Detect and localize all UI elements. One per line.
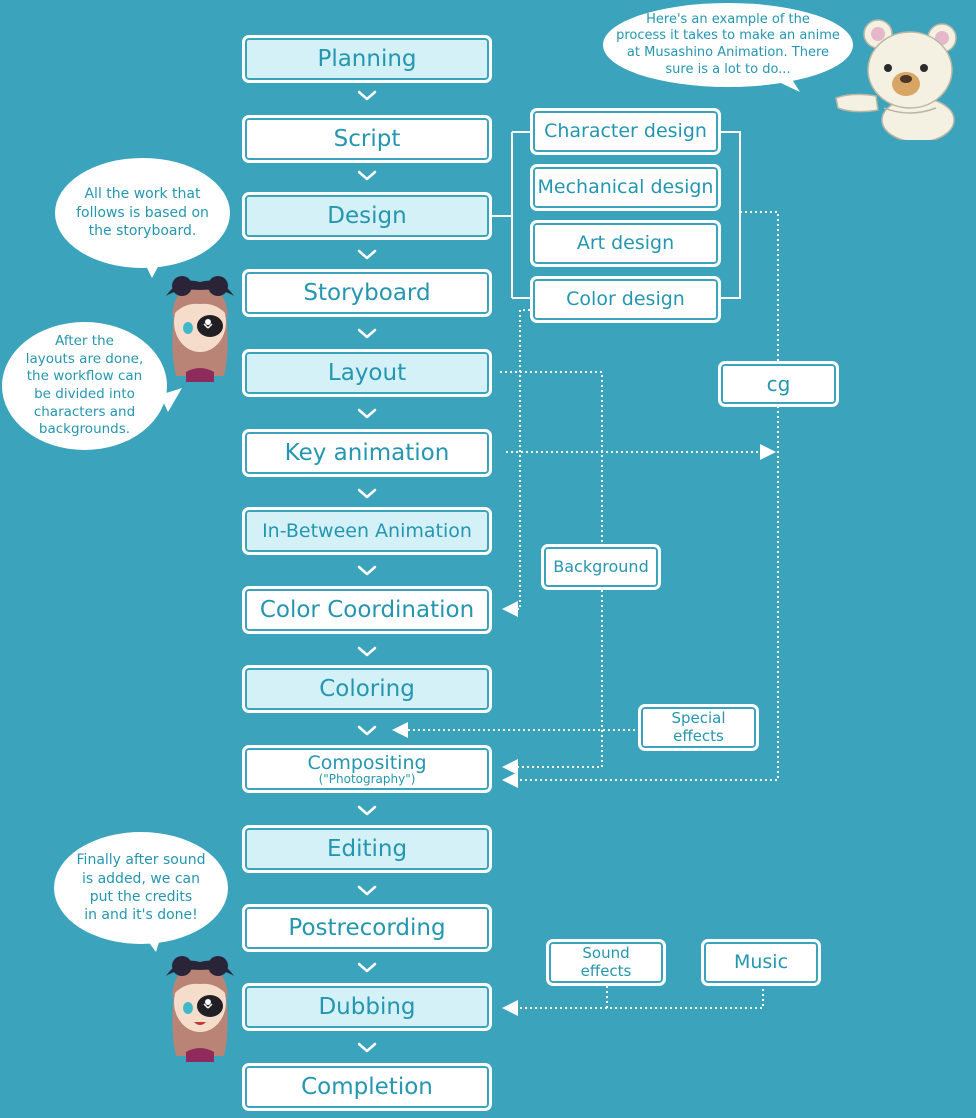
step-script: Script xyxy=(242,115,492,163)
storyboard-speech-bubble: All the work that follows is based on th… xyxy=(55,158,230,268)
node-sound-effects: Sound effects xyxy=(546,939,666,986)
branch-color-design: Color design xyxy=(530,276,721,323)
step-completion: Completion xyxy=(242,1063,492,1111)
design-bracket xyxy=(492,131,741,299)
sound-effects-line-2: effects xyxy=(580,961,632,980)
layout-bubble-line: be divided into xyxy=(34,386,135,402)
step-layout: Layout xyxy=(242,349,492,397)
step-design: Design xyxy=(242,192,492,240)
layout-bubble-line: After the xyxy=(55,333,114,350)
storyboard-bubble-line: the storyboard. xyxy=(88,223,197,240)
step-in-between-animation: In-Between Animation xyxy=(242,507,492,555)
bear-bubble-line: Here's an example of the xyxy=(646,11,810,27)
step-coloring: Coloring xyxy=(242,665,492,713)
girl-character-icon xyxy=(166,956,234,1062)
bear-bubble-line: at Musashino Animation. There xyxy=(626,45,830,60)
finally-bubble-line: in and it's done! xyxy=(84,907,198,924)
node-music: Music xyxy=(701,939,821,986)
step-dubbing: Dubbing xyxy=(242,983,492,1031)
storyboard-bubble-line: All the work that xyxy=(84,186,201,203)
bear-bubble-line: process it takes to make an anime xyxy=(616,28,840,44)
compositing-sublabel: ("Photography") xyxy=(318,771,416,786)
bear-speech-bubble: Here's an example of the process it take… xyxy=(603,3,853,87)
finally-bubble-line: is added, we can xyxy=(81,870,201,887)
layout-bubble-line: characters and xyxy=(33,403,136,420)
step-planning: Planning xyxy=(242,35,492,83)
sound-music-to-dubbing-line xyxy=(506,986,764,1008)
step-compositing: Compositing ("Photography") xyxy=(242,745,492,793)
finally-bubble-line: put the credits xyxy=(89,889,193,905)
step-color-coordination: Color Coordination xyxy=(242,586,492,634)
compositing-label: Compositing xyxy=(307,751,427,774)
step-postrecording: Postrecording xyxy=(242,904,492,952)
layout-bubble-line: the workflow can xyxy=(26,368,143,385)
node-background: Background xyxy=(541,544,661,590)
flow-chevrons xyxy=(357,90,377,1053)
girl-character-icon xyxy=(166,276,234,382)
branch-mechanical-design: Mechanical design xyxy=(530,164,721,211)
layout-speech-bubble: After the layouts are done, the workflow… xyxy=(2,322,167,450)
layout-bubble-line: layouts are done, xyxy=(25,350,144,367)
branch-character-design: Character design xyxy=(530,108,721,155)
layout-to-background-line xyxy=(500,371,603,546)
storyboard-bubble-line: follows is based on xyxy=(76,204,209,221)
cg-to-compositing-line xyxy=(502,406,779,788)
layout-bubble-line: backgrounds. xyxy=(38,421,131,438)
teddy-bear-icon xyxy=(835,19,957,140)
step-key-animation: Key animation xyxy=(242,429,492,477)
step-editing: Editing xyxy=(242,825,492,873)
special-effects-line-1: Special xyxy=(671,709,726,728)
color-design-to-color-coordination-line xyxy=(502,309,530,617)
node-special-effects: Special effects xyxy=(638,704,759,751)
step-storyboard: Storyboard xyxy=(242,269,492,317)
node-cg: cg xyxy=(718,361,839,407)
special-effects-line-2: effects xyxy=(673,726,724,745)
finally-speech-bubble: Finally after sound is added, we can put… xyxy=(54,832,228,944)
bear-bubble-line: sure is a lot to do... xyxy=(665,61,791,77)
sound-effects-line-1: Sound xyxy=(582,944,630,963)
branch-art-design: Art design xyxy=(530,220,721,267)
finally-bubble-line: Finally after sound xyxy=(76,852,206,869)
background-to-compositing-line xyxy=(502,590,603,775)
